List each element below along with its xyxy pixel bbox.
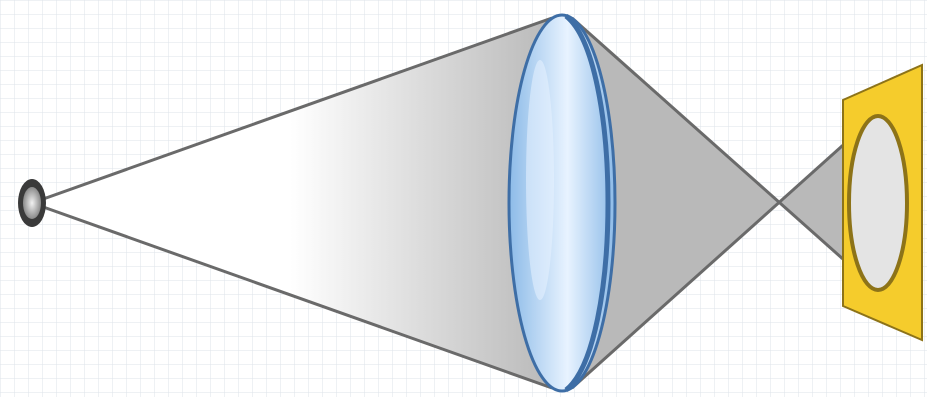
- point-light-source: [18, 179, 46, 227]
- image-screen: [843, 65, 922, 340]
- lens-body: [509, 15, 615, 391]
- lens-highlight: [526, 60, 554, 300]
- convex-lens: [509, 15, 615, 391]
- projected-image: [849, 116, 907, 290]
